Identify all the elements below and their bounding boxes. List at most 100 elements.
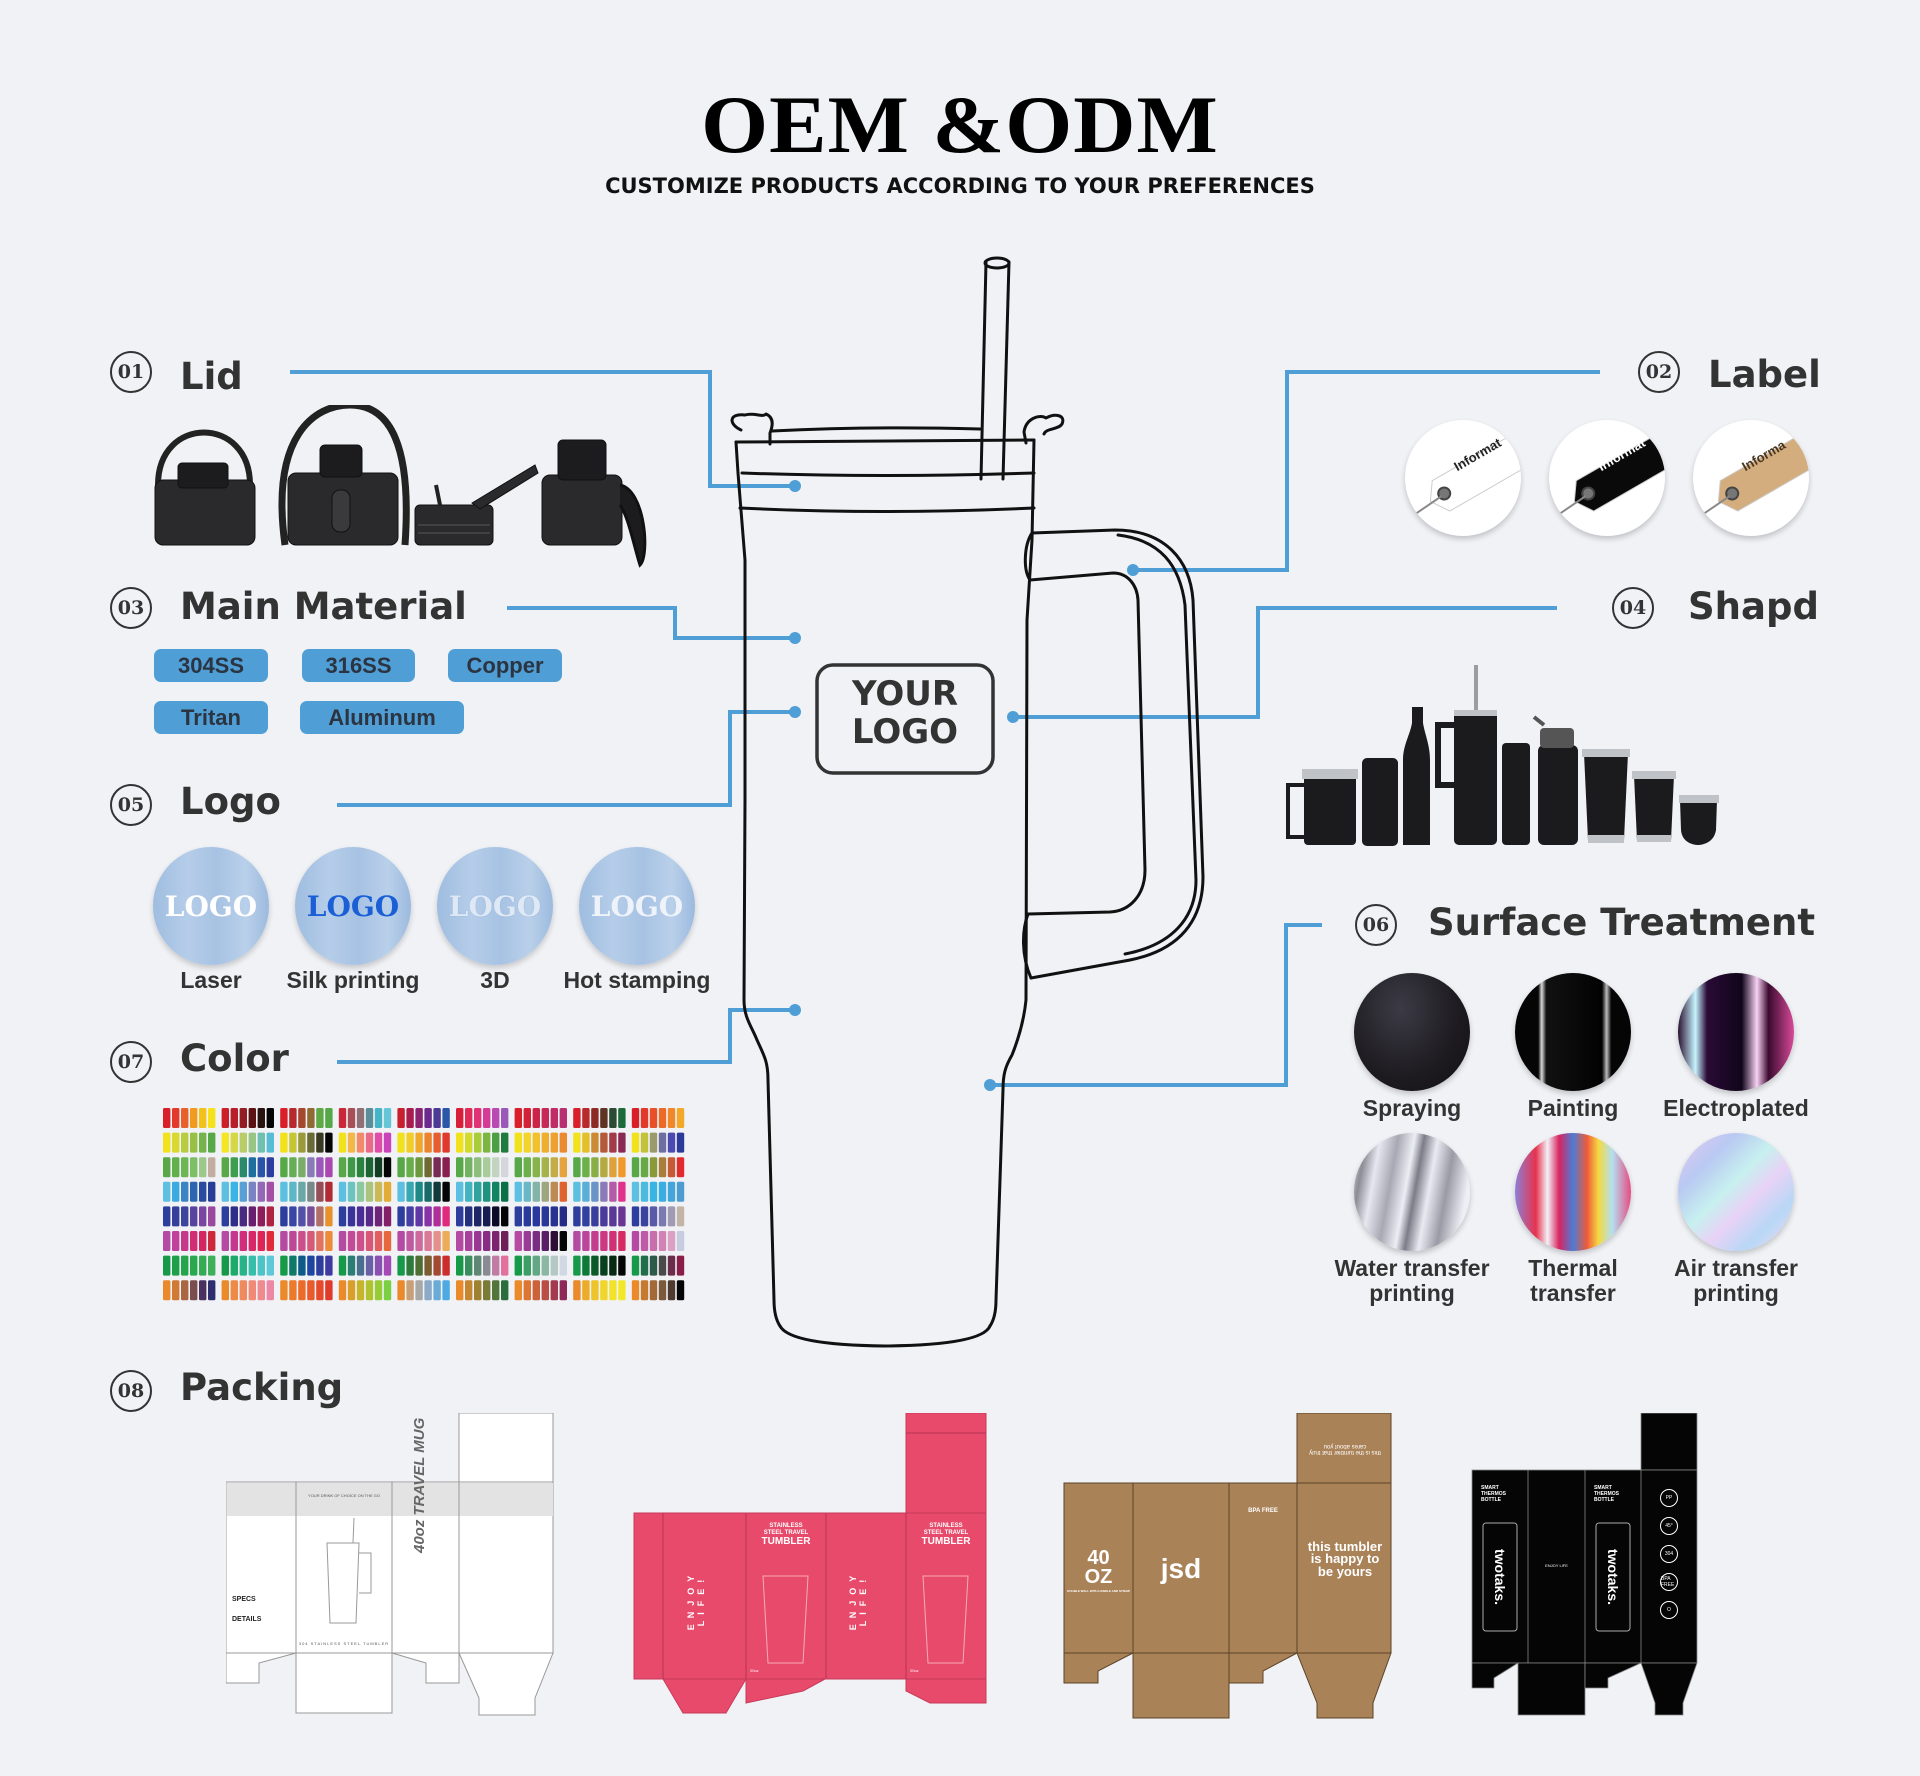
color-swatch[interactable] <box>316 1206 324 1227</box>
color-swatch[interactable] <box>631 1255 640 1276</box>
color-swatch[interactable] <box>406 1280 414 1301</box>
surface-option-swatch[interactable] <box>1678 1133 1794 1251</box>
color-swatch[interactable] <box>221 1132 229 1153</box>
color-swatch[interactable] <box>474 1157 482 1178</box>
color-swatch[interactable] <box>163 1280 171 1301</box>
color-swatch[interactable] <box>600 1255 608 1276</box>
color-swatch[interactable] <box>433 1280 441 1301</box>
color-swatch[interactable] <box>208 1132 216 1153</box>
color-swatch[interactable] <box>347 1181 356 1202</box>
color-swatch[interactable] <box>631 1157 640 1178</box>
logo-option-disc[interactable]: LOGO <box>153 847 269 965</box>
color-swatch[interactable] <box>433 1181 441 1202</box>
color-swatch[interactable] <box>474 1132 482 1153</box>
color-swatch[interactable] <box>559 1157 567 1178</box>
color-swatch[interactable] <box>163 1231 171 1251</box>
color-swatch[interactable] <box>356 1157 365 1178</box>
color-swatch[interactable] <box>658 1280 667 1301</box>
color-swatch[interactable] <box>474 1108 482 1128</box>
color-swatch[interactable] <box>424 1280 432 1301</box>
color-swatch[interactable] <box>667 1255 676 1276</box>
color-swatch[interactable] <box>208 1231 216 1251</box>
color-swatch[interactable] <box>456 1108 464 1128</box>
color-swatch[interactable] <box>374 1132 383 1153</box>
color-swatch[interactable] <box>298 1280 306 1301</box>
color-swatch[interactable] <box>474 1206 482 1227</box>
color-swatch[interactable] <box>456 1255 464 1276</box>
color-swatch[interactable] <box>307 1280 315 1301</box>
color-swatch[interactable] <box>483 1280 491 1301</box>
color-swatch[interactable] <box>316 1231 324 1251</box>
color-swatch[interactable] <box>257 1132 265 1153</box>
color-swatch[interactable] <box>433 1132 441 1153</box>
color-swatch[interactable] <box>172 1255 180 1276</box>
color-swatch[interactable] <box>338 1280 347 1301</box>
color-swatch[interactable] <box>365 1255 374 1276</box>
color-swatch[interactable] <box>181 1231 189 1251</box>
color-swatch[interactable] <box>172 1157 180 1178</box>
color-swatch[interactable] <box>474 1231 482 1251</box>
color-swatch[interactable] <box>356 1231 365 1251</box>
color-swatch[interactable] <box>415 1206 423 1227</box>
surface-option-swatch[interactable] <box>1515 1133 1631 1251</box>
color-swatch[interactable] <box>523 1280 531 1301</box>
color-swatch[interactable] <box>582 1255 590 1276</box>
surface-option-swatch[interactable] <box>1678 973 1794 1091</box>
color-swatch[interactable] <box>415 1255 423 1276</box>
color-swatch[interactable] <box>325 1132 333 1153</box>
color-swatch[interactable] <box>483 1132 491 1153</box>
color-swatch[interactable] <box>474 1255 482 1276</box>
color-swatch[interactable] <box>640 1206 649 1227</box>
label-option-black[interactable]: Informat <box>1549 420 1665 536</box>
color-swatch[interactable] <box>658 1132 667 1153</box>
color-swatch[interactable] <box>199 1280 207 1301</box>
color-swatch[interactable] <box>631 1181 640 1202</box>
color-swatch[interactable] <box>591 1157 599 1178</box>
color-swatch[interactable] <box>649 1206 658 1227</box>
color-swatch[interactable] <box>600 1231 608 1251</box>
color-swatch[interactable] <box>591 1231 599 1251</box>
color-swatch[interactable] <box>559 1132 567 1153</box>
color-swatch[interactable] <box>356 1255 365 1276</box>
color-swatch[interactable] <box>532 1132 540 1153</box>
color-swatch[interactable] <box>397 1108 405 1128</box>
color-swatch[interactable] <box>433 1108 441 1128</box>
color-swatch[interactable] <box>591 1108 599 1128</box>
color-swatch[interactable] <box>325 1280 333 1301</box>
color-swatch[interactable] <box>406 1181 414 1202</box>
color-swatch[interactable] <box>658 1255 667 1276</box>
color-swatch[interactable] <box>239 1255 247 1276</box>
color-swatch[interactable] <box>618 1206 626 1227</box>
color-swatch[interactable] <box>550 1181 558 1202</box>
color-swatch[interactable] <box>356 1108 365 1128</box>
color-swatch[interactable] <box>316 1132 324 1153</box>
color-swatch[interactable] <box>600 1181 608 1202</box>
color-swatch[interactable] <box>230 1231 238 1251</box>
color-swatch[interactable] <box>631 1206 640 1227</box>
color-swatch[interactable] <box>181 1206 189 1227</box>
color-swatch[interactable] <box>257 1108 265 1128</box>
color-swatch[interactable] <box>501 1255 509 1276</box>
color-swatch[interactable] <box>316 1181 324 1202</box>
color-swatch[interactable] <box>338 1181 347 1202</box>
material-option-304ss[interactable]: 304SS <box>154 649 268 682</box>
color-swatch[interactable] <box>248 1255 256 1276</box>
color-swatch[interactable] <box>338 1132 347 1153</box>
color-swatch[interactable] <box>465 1255 473 1276</box>
color-swatch[interactable] <box>338 1206 347 1227</box>
color-swatch[interactable] <box>514 1280 522 1301</box>
color-swatch[interactable] <box>316 1255 324 1276</box>
color-swatch[interactable] <box>163 1181 171 1202</box>
color-swatch[interactable] <box>676 1181 685 1202</box>
color-swatch[interactable] <box>676 1255 685 1276</box>
color-swatch[interactable] <box>514 1157 522 1178</box>
color-swatch[interactable] <box>676 1280 685 1301</box>
color-swatch[interactable] <box>532 1280 540 1301</box>
color-swatch[interactable] <box>316 1280 324 1301</box>
color-swatch[interactable] <box>383 1206 392 1227</box>
color-swatch[interactable] <box>433 1206 441 1227</box>
color-swatch[interactable] <box>172 1181 180 1202</box>
color-swatch[interactable] <box>618 1132 626 1153</box>
color-swatch[interactable] <box>609 1255 617 1276</box>
color-swatch[interactable] <box>347 1280 356 1301</box>
